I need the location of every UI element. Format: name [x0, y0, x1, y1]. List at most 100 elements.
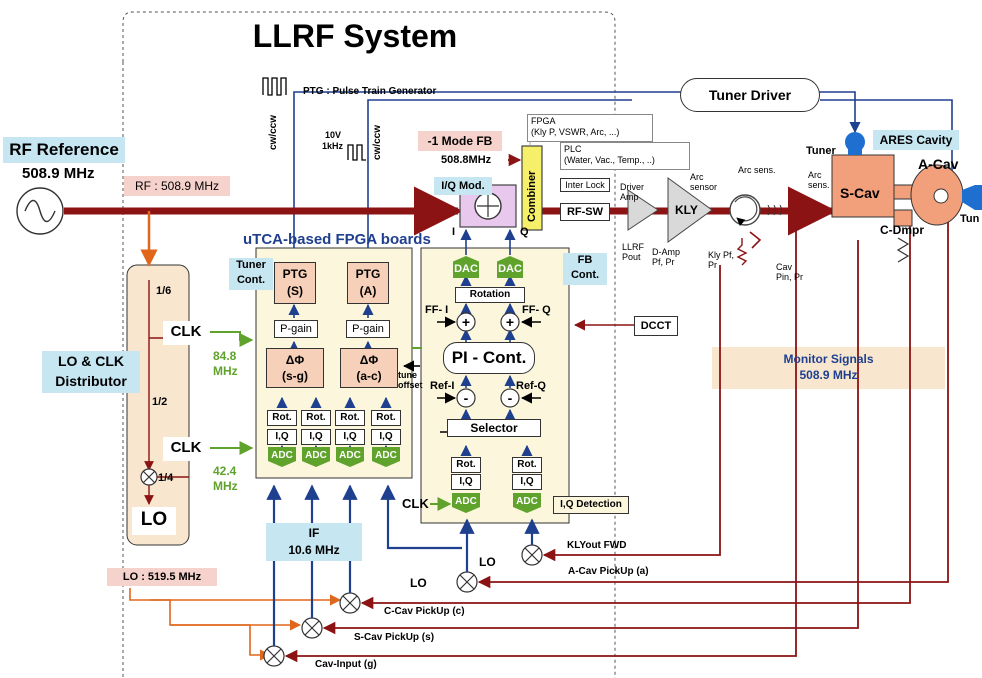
tuner-cont-label: Tuner Cont. — [229, 258, 273, 290]
pi-cont-block: PI - Cont. — [443, 342, 535, 374]
tun-cut-label: Tun — [960, 213, 980, 225]
fpga-note-detail: (Kly P, VSWR, Arc, ...) — [531, 127, 620, 137]
ares-cavity-label: ARES Cavity — [873, 130, 959, 150]
driver-amp-symbol — [627, 189, 659, 231]
fb-iq-block-1: I,Q — [451, 474, 481, 490]
combiner-box — [521, 145, 543, 231]
tune-offset-label: tune offset — [398, 370, 423, 390]
ref-q-label: Ref-Q — [516, 380, 546, 392]
a-cav-pickup-label: A-Cav PickUp (a) — [568, 566, 649, 577]
tuner-driver-label: Tuner Driver — [708, 87, 792, 103]
pgain-s-block: P-gain — [274, 320, 318, 338]
c-cav-pickup-line — [360, 225, 911, 610]
cav-input-line — [284, 228, 797, 663]
fb-adc-1: ADC — [452, 493, 480, 513]
a-cav-label: A-Cav — [918, 156, 959, 172]
a-cav-pickup-line — [477, 215, 949, 589]
clk-42-value: 42.4 — [213, 464, 237, 478]
rf-reference-freq: 508.9 MHz — [22, 165, 95, 182]
clk-84-unit: MHz — [213, 364, 238, 378]
dummy-load — [736, 238, 748, 266]
clk-84-value: 84.8 — [213, 349, 237, 363]
c-dmpr-label: C-Dmpr — [880, 223, 924, 237]
lo-clk-line2: Distributor — [55, 373, 127, 389]
rf-sw-box: RF-SW — [560, 203, 610, 221]
ptg-s-name: PTG — [282, 267, 308, 281]
s-cav-label: S-Cav — [840, 185, 880, 201]
sum-minus-i: - — [464, 390, 469, 406]
iq-mod-label: I/Q Mod. — [434, 177, 492, 195]
ref-i-label: Ref-I — [430, 380, 455, 392]
lo-freq-label: LO : 519.5 MHz — [107, 568, 217, 586]
driver-amp-label: Driver Amp — [620, 182, 644, 202]
lo-clk-line1: LO & CLK — [57, 353, 125, 369]
dphi-ac-name: ΔΦ — [359, 353, 379, 367]
klystron-symbol — [667, 177, 713, 243]
kly-label: KLY — [675, 203, 698, 217]
a-cav-tuner — [962, 185, 982, 210]
tuner-driver-box — [680, 78, 820, 112]
interlock-box: Inter Lock — [560, 178, 610, 192]
div-1-6: 1/6 — [156, 285, 172, 297]
tuner-driver-line-right — [820, 99, 958, 192]
if-line1: IF — [308, 526, 320, 540]
fpga-note-box — [527, 114, 653, 142]
fb-cont-label: FB Cont. — [563, 253, 607, 285]
sum-plus-q: + — [506, 314, 514, 330]
cav-pin-pr: Cav Pin, Pr — [776, 262, 804, 282]
dphi-sg-name: ΔΦ — [285, 353, 305, 367]
arc-sens-label: Arc sens. — [738, 165, 776, 175]
cw-ccw-label-2: cw/ccw — [372, 124, 383, 160]
dac-i: DAC — [453, 256, 479, 278]
c-dmpr-box — [893, 209, 913, 227]
tuner-driver-line-a — [367, 99, 632, 248]
page-title: LLRF System — [252, 18, 458, 54]
tuner-label: Tuner — [806, 145, 836, 157]
fpga-note: FPGA — [531, 116, 556, 126]
ptg-s-sub: (S) — [287, 284, 303, 298]
arc-sens-label-2: Arc sens. — [808, 170, 830, 190]
ff-q-label: FF- Q — [522, 304, 551, 316]
sum-minus-q: - — [508, 390, 513, 406]
kly-pf-pr: Kly Pf, Pr — [708, 250, 735, 270]
plc-note: PLC — [564, 144, 582, 154]
klyout-fwd-label: KLYout FWD — [567, 540, 627, 551]
rf-coupler-marks — [767, 204, 782, 216]
monitor-signals-box — [712, 347, 945, 389]
ptg-a-sub: (A) — [359, 284, 377, 298]
sum-plus-i: + — [462, 314, 470, 330]
selector-block: Selector — [447, 419, 541, 437]
iq-block-1: I,Q — [267, 429, 297, 445]
clk-box-1: CLK — [163, 321, 209, 345]
clk-line-84 — [210, 331, 254, 347]
div-1-2: 1/2 — [152, 396, 168, 408]
iq-mod-i: I — [452, 226, 456, 238]
clk-42-unit: MHz — [213, 479, 238, 493]
minus1-fb-label: -1 Mode FB — [418, 131, 502, 151]
iq-block-3: I,Q — [335, 429, 365, 445]
tuner-driver-line — [293, 91, 861, 248]
combiner-label: Combiner — [526, 170, 538, 222]
pgain-a-block: P-gain — [346, 320, 390, 338]
cw-ccw-label-1: cw/ccw — [268, 114, 279, 150]
rot-block-2: Rot. — [301, 410, 331, 426]
cav-input-label: Cav-Input (g) — [315, 659, 377, 670]
llrf-pout: LLRF Pout — [622, 242, 645, 262]
adc-3: ADC — [336, 447, 364, 467]
bottom-mixers — [263, 544, 543, 667]
plc-note-box — [560, 142, 690, 170]
plc-note-detail: (Water, Vac., Temp., ..) — [564, 155, 655, 165]
rot-block-1: Rot. — [267, 410, 297, 426]
adc-1: ADC — [268, 447, 296, 467]
iq-block-4: I,Q — [371, 429, 401, 445]
dcct-box: DCCT — [634, 316, 678, 336]
dac-q: DAC — [497, 256, 523, 278]
ptg-note: PTG : Pulse Train Generator — [303, 86, 437, 97]
lo-label-mixer-2: LO — [410, 576, 427, 590]
pulse-train-icon-2 — [347, 144, 366, 161]
adc-4: ADC — [372, 447, 400, 467]
dphi-ac-block: ΔΦ(a-c) — [340, 348, 398, 388]
lo-line — [129, 588, 272, 661]
rotation-block: Rotation — [455, 287, 525, 303]
